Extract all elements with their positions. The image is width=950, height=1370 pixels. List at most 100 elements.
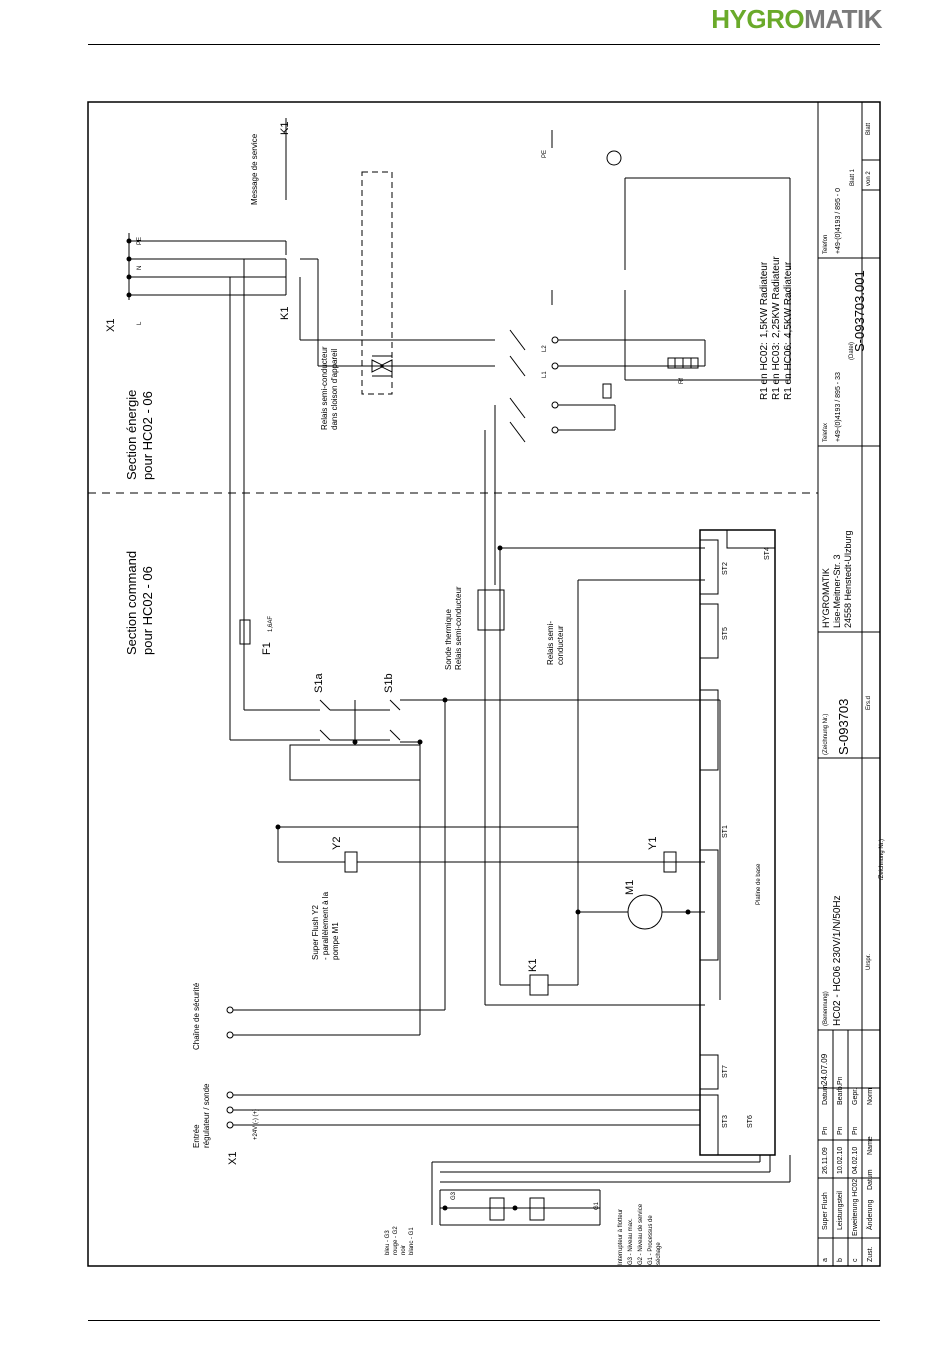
k1-coil-label: K1 bbox=[527, 959, 539, 972]
chaine-label: Chaîne de sécurité bbox=[192, 982, 201, 1050]
kw3-label: 4,5KW Radiateur bbox=[783, 261, 794, 338]
rev-a-letter: a bbox=[822, 1258, 829, 1262]
rev-b-date: 10.02.10 bbox=[837, 1147, 844, 1174]
section-energie-title: Section énergie bbox=[124, 390, 139, 480]
tb-urspr: Urspr. bbox=[866, 954, 872, 970]
l1-label: L1 bbox=[542, 371, 548, 378]
triac-symbol bbox=[371, 355, 393, 377]
st4-label: ST4 bbox=[764, 547, 771, 560]
tb-zeichnung: S-093703 bbox=[836, 699, 851, 755]
g1-label: G1 bbox=[594, 1201, 600, 1210]
section-commande-title: Section command bbox=[124, 551, 139, 655]
tb-ers-d: Ers.d bbox=[866, 696, 872, 710]
input-terminals bbox=[233, 1009, 700, 1126]
section-energie-subtitle: pour HC02 - 06 bbox=[140, 391, 155, 480]
tb-date-main: 24.07.09 bbox=[820, 1053, 829, 1085]
tb-gepr: Gepr. bbox=[852, 1088, 859, 1105]
rev-a-date: 26.11.09 bbox=[822, 1147, 829, 1174]
ground-symbol bbox=[606, 150, 622, 166]
k1-contacts-label: K1 bbox=[279, 307, 291, 320]
footer-rule bbox=[88, 1320, 880, 1321]
junctions bbox=[126, 238, 691, 1211]
tb-file-no: S-093703.001 bbox=[852, 270, 867, 352]
relais-line2: dans cloison d'appareil bbox=[330, 349, 339, 430]
message-service-label: Message de service bbox=[250, 133, 259, 205]
rev-b-letter: b bbox=[837, 1258, 844, 1262]
switch-area bbox=[230, 699, 721, 1035]
tb-city: 24558 Henstedt-Ulzburg bbox=[843, 530, 853, 628]
n-label: N bbox=[137, 266, 143, 270]
relais-line1: Relais semi-conducteur bbox=[320, 346, 329, 430]
tb-pn-header: Pn bbox=[822, 1126, 829, 1135]
contact-2 bbox=[509, 397, 526, 419]
tb-zeichnung-nr: /Zeichnung Nr.) bbox=[879, 839, 885, 880]
tb-street: Lise-Meitner-Str. 3 bbox=[832, 554, 842, 628]
tb-norm: Norm bbox=[867, 1088, 874, 1105]
k1-coil-box bbox=[529, 974, 549, 996]
rf-label: Rf bbox=[679, 378, 685, 384]
y2-label: Y2 bbox=[331, 837, 343, 850]
float-line1: Interrupteur à flotteur bbox=[618, 1209, 624, 1265]
st7-label: ST7 bbox=[722, 1065, 729, 1078]
tb-telefon-label: Telefon bbox=[823, 235, 829, 254]
g3-label: G3 bbox=[451, 1191, 457, 1200]
l2-label: L2 bbox=[542, 345, 548, 352]
l-label: L bbox=[137, 321, 143, 325]
pe-label: PE bbox=[542, 150, 548, 158]
relais-semi-line2: conducteur bbox=[556, 625, 565, 665]
colors-line1: bleu - G3 bbox=[385, 1230, 391, 1255]
fuse-f1 bbox=[239, 619, 251, 645]
tb-pn-bearb: Pn bbox=[837, 1076, 844, 1085]
control-wiring bbox=[477, 404, 705, 1006]
tb-benennung-label: (Benennung) bbox=[823, 991, 829, 1026]
header-rule bbox=[88, 44, 880, 45]
tb-name: Name bbox=[867, 1136, 874, 1155]
base-board bbox=[699, 529, 776, 1156]
k1-top-label: K1 bbox=[279, 122, 291, 135]
rev-c-letter: c bbox=[852, 1258, 859, 1262]
r1-line3: R1 en HC06: bbox=[783, 342, 794, 400]
st6-label: ST6 bbox=[747, 1115, 754, 1128]
valves-and-motor bbox=[277, 826, 705, 930]
sonde-thermique bbox=[477, 589, 505, 631]
entree-line2: régulateur / sonde bbox=[202, 1083, 211, 1148]
s1b-label: S1b bbox=[383, 673, 395, 693]
contact-l1 bbox=[509, 355, 526, 377]
tb-datei: (Datei) bbox=[849, 342, 855, 360]
title-block bbox=[817, 102, 880, 1266]
hygromatik-logo: HYGROMATIK bbox=[711, 4, 882, 35]
rev-c-text: Erweiterung HC02 bbox=[852, 1179, 859, 1236]
x1-top-label: X1 bbox=[105, 319, 117, 332]
heater-element bbox=[602, 177, 791, 399]
entree-line1: Entrée bbox=[192, 1124, 201, 1148]
float-switch-wiring bbox=[431, 1155, 791, 1226]
colors-line4: blanc - G1 bbox=[409, 1227, 415, 1255]
tb-zeichnung-label: (Zeichnung Nr.) bbox=[823, 714, 829, 755]
logo-part-1: HYGRO bbox=[711, 4, 805, 34]
tb-datum-header: Datum bbox=[822, 1084, 829, 1105]
y2-coil bbox=[344, 851, 358, 873]
y1-coil bbox=[663, 851, 677, 873]
sonde-line2: Relais semi-conducteur bbox=[454, 586, 463, 670]
r1-line2: R1 en HC03: bbox=[771, 342, 782, 400]
tb-telefon: +49-(0)4193 / 895 - 0 bbox=[835, 188, 842, 254]
tb-blatt-label: Blatt bbox=[866, 123, 872, 135]
f1-rating: 1,6AF bbox=[268, 616, 274, 632]
float-line5: séchage bbox=[656, 1242, 662, 1265]
tb-benennung: HC02 - HC06 230V/1/N/50Hz bbox=[832, 895, 843, 1026]
tb-bearb: Bearb. bbox=[837, 1084, 844, 1105]
float-g1 bbox=[529, 1197, 545, 1221]
rev-a-text: Super Flush bbox=[822, 1192, 829, 1230]
tb-blatt: Blatt 1 bbox=[850, 168, 856, 186]
st3-label: ST3 bbox=[722, 1115, 729, 1128]
float-line3: G2 - Niveau de service bbox=[638, 1203, 644, 1265]
st1-label: ST1 bbox=[722, 825, 729, 838]
tb-von: von 2 bbox=[866, 171, 872, 186]
m1-motor bbox=[627, 894, 663, 930]
relay-cabinet-box bbox=[361, 171, 393, 395]
rev-b-text: Leistungsteil bbox=[837, 1191, 844, 1230]
sonde-line1: Sonde thermique bbox=[444, 609, 453, 670]
rev-c-date: 04.02.10 bbox=[852, 1147, 859, 1174]
contact-1 bbox=[509, 421, 526, 443]
